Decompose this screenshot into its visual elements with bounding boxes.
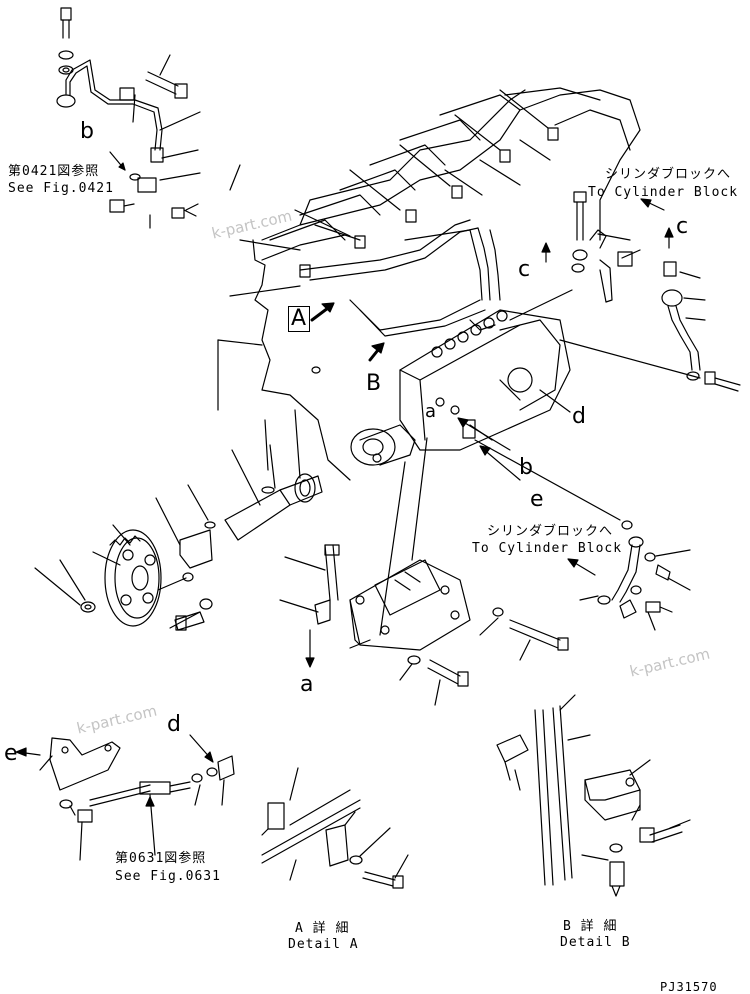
pump-bracket — [279, 437, 569, 706]
top-right-pipe-assembly — [509, 191, 741, 392]
letter-d-mid: d — [572, 404, 587, 429]
letter-a-bottom: a — [300, 672, 315, 697]
detail-a-title-en: Detail A — [288, 937, 359, 952]
letter-c-top: c — [676, 214, 690, 239]
cylinder-block-mid-en: To Cylinder Block — [472, 541, 623, 556]
throttle-link-assembly — [15, 734, 235, 861]
top-left-pipe-assembly — [56, 7, 241, 229]
detail-a-drawing — [261, 767, 409, 889]
fig0421-ref-jp: 第0421図参照 — [8, 164, 100, 179]
part-code: PJ31570 — [660, 980, 718, 994]
cylinder-block-mid-jp: シリンダブロックへ — [487, 524, 614, 539]
fig0631-ref-jp: 第0631図参照 — [115, 851, 207, 866]
middle-right-pipe-assembly — [474, 439, 691, 631]
letter-e-mid: e — [530, 487, 545, 512]
fig0631-ref-en: See Fig.0631 — [115, 869, 221, 884]
detail-b-title-jp: B 詳 細 — [563, 919, 618, 934]
letter-b-mid: b — [519, 455, 534, 480]
letter-B-mid: B — [366, 371, 383, 396]
drive-gear-assembly — [34, 409, 323, 631]
detail-b-drawing — [496, 694, 691, 897]
letter-e-bottom: e — [4, 741, 19, 766]
letter-A-box: A — [288, 306, 311, 332]
engine-block — [217, 87, 641, 481]
detail-a-title-jp: A 詳 細 — [295, 921, 350, 936]
letter-d-bottom: d — [167, 712, 182, 737]
cylinder-block-top-en: To Cylinder Block — [588, 185, 739, 200]
fig0421-ref-en: See Fig.0421 — [8, 181, 114, 196]
injection-pump — [350, 309, 701, 466]
letter-a-mid: a — [425, 401, 438, 422]
detail-b-title-en: Detail B — [560, 935, 631, 950]
letter-c-mid: c — [518, 257, 532, 282]
cylinder-block-top-jp: シリンダブロックへ — [605, 167, 732, 182]
letter-b-top: b — [80, 119, 95, 144]
